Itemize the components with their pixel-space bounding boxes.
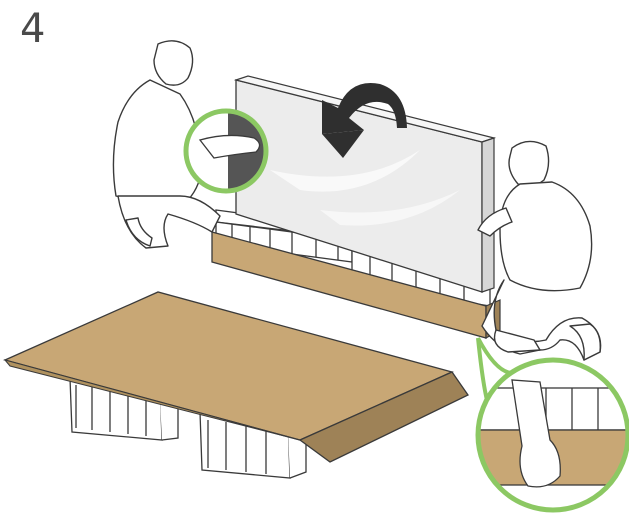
person-left-head bbox=[154, 41, 193, 85]
zoom-callout-right bbox=[470, 338, 629, 515]
person-right-torso bbox=[500, 182, 592, 291]
floor-cardboard-sheet bbox=[5, 292, 468, 478]
person-right-shoe bbox=[495, 330, 541, 352]
person-right-head bbox=[509, 141, 549, 186]
